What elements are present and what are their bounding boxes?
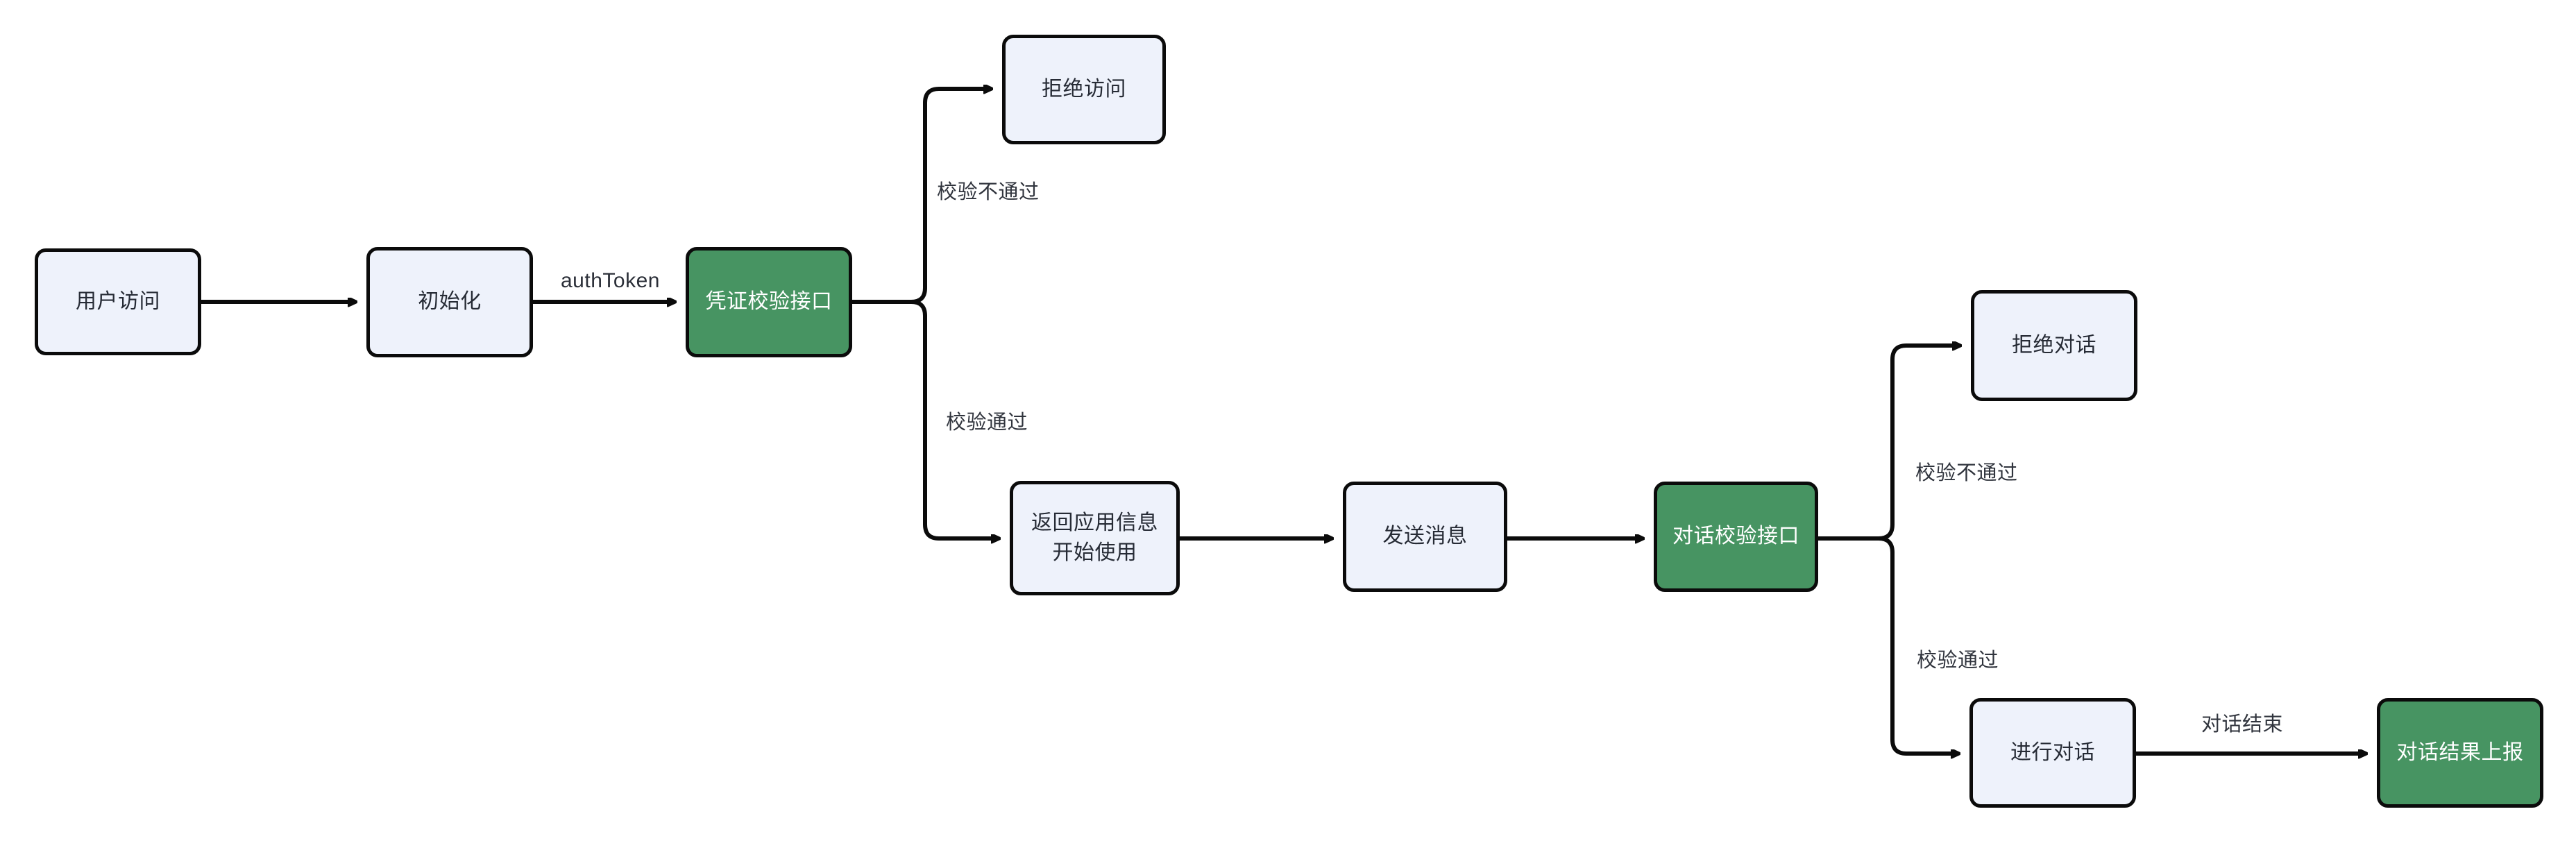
node-return-app-info-label: 返回应用信息 开始使用 [1031,511,1158,564]
edge-label-verify-failed-dialog: 校验不通过 [1915,462,2018,484]
node-deny-dialog-label: 拒绝对话 [2012,333,2096,357]
node-do-dialog-label: 进行对话 [2010,740,2095,764]
node-user-access[interactable]: 用户访问 [35,248,201,355]
node-credential-verify[interactable]: 凭证校验接口 [686,247,852,357]
edge-label-verify-failed-credential: 校验不通过 [937,181,1040,203]
edge-label-dialog-end: 对话结束 [2201,713,2284,736]
node-send-message[interactable]: 发送消息 [1343,482,1507,592]
node-send-message-label: 发送消息 [1382,525,1468,548]
node-return-app-info[interactable]: 返回应用信息 开始使用 [1010,481,1180,595]
node-report-result[interactable]: 对话结果上报 [2377,698,2543,808]
edge-credential-verify-to-return-app-info [910,300,999,538]
edge-credential-verify-to-deny-access [910,89,991,304]
edge-label-verify-passed-credential: 校验通过 [946,411,1028,434]
node-init[interactable]: 初始化 [366,247,533,357]
node-deny-access-label: 拒绝访问 [1042,77,1126,101]
node-deny-dialog[interactable]: 拒绝对话 [1971,290,2137,401]
node-user-access-label: 用户访问 [76,289,160,313]
node-dialog-verify[interactable]: 对话校验接口 [1654,482,1818,592]
edge-dialog-verify-to-do-dialog [1878,536,1958,754]
node-do-dialog[interactable]: 进行对话 [1969,698,2136,808]
node-credential-verify-label: 凭证校验接口 [705,290,833,314]
edge-dialog-verify-to-deny-dialog [1878,346,1960,541]
node-deny-access[interactable]: 拒绝访问 [1002,35,1166,144]
node-report-result-label: 对话结果上报 [2396,740,2524,764]
node-init-label: 初始化 [418,290,482,314]
edge-label-verify-passed-dialog: 校验通过 [1917,649,1999,672]
edge-label-auth-token: authToken [561,269,660,292]
node-dialog-verify-label: 对话校验接口 [1672,525,1799,548]
